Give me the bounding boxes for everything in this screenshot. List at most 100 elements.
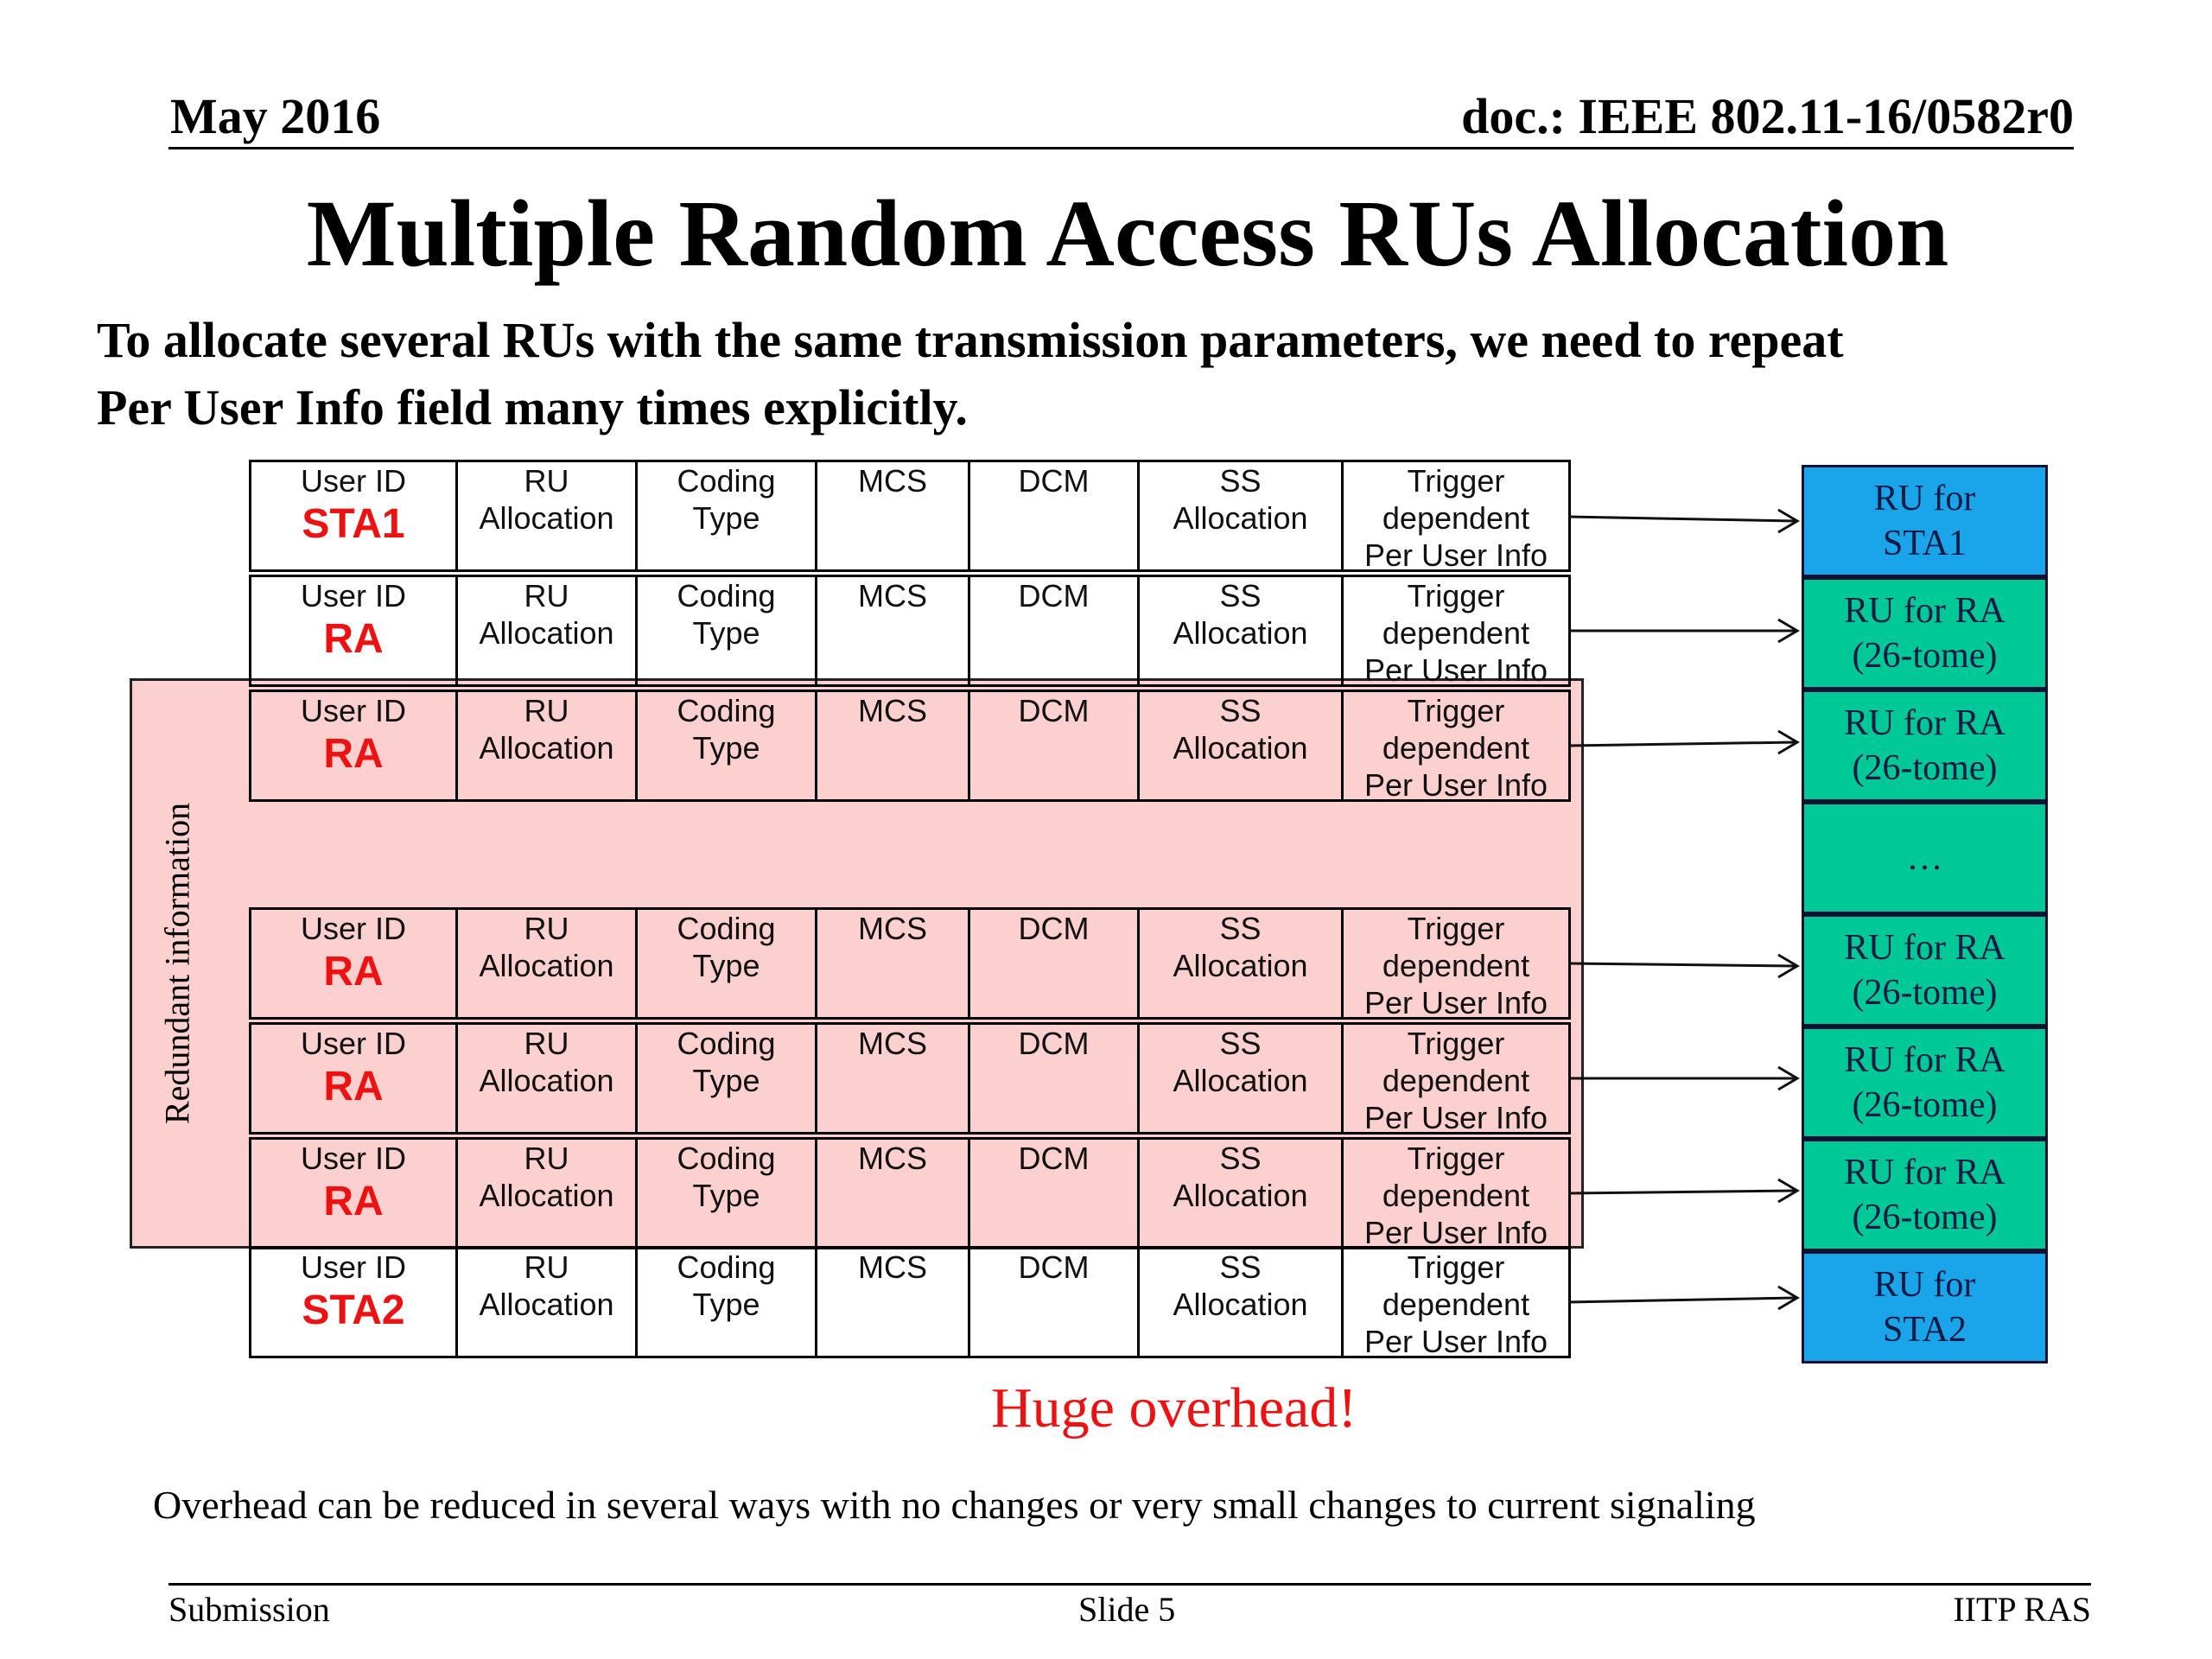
ru-alloc-l2: Allocation xyxy=(479,1287,614,1322)
user-id-label: User ID xyxy=(300,1026,406,1061)
ru-box-line1: … xyxy=(1906,838,1943,878)
dcm-cell: DCM xyxy=(970,910,1140,1017)
ru-box-line1: RU for xyxy=(1873,479,1976,518)
ru-alloc-l1: RU xyxy=(524,1249,569,1285)
dcm-label: DCM xyxy=(1018,1249,1090,1285)
ru-box-line2: (26-tome) xyxy=(1852,636,1998,676)
ru-box-line1: RU for RA xyxy=(1844,591,2005,631)
ss-l1: SS xyxy=(1219,1141,1262,1176)
ss-l2: Allocation xyxy=(1173,500,1308,536)
trig-l1: Trigger xyxy=(1407,1141,1505,1176)
dcm-cell: DCM xyxy=(970,462,1140,569)
ss-l1: SS xyxy=(1219,1026,1262,1061)
ru-alloc-l1: RU xyxy=(524,1026,569,1061)
trig-l1: Trigger xyxy=(1407,911,1505,946)
ss-l2: Allocation xyxy=(1173,615,1308,651)
user-id-value: RA xyxy=(323,616,384,662)
arrow-head xyxy=(1777,729,1800,755)
ss-l2: Allocation xyxy=(1173,948,1308,983)
slide-title: Multiple Random Access RUs Allocation xyxy=(306,181,1949,286)
ru-alloc-l1: RU xyxy=(524,578,569,613)
overhead-note: Overhead can be reduced in several ways … xyxy=(153,1483,1756,1527)
footer-left: Submission xyxy=(168,1590,330,1629)
dcm-label: DCM xyxy=(1018,578,1090,613)
coding-l1: Coding xyxy=(677,578,776,613)
trig-l1: Trigger xyxy=(1407,693,1505,728)
coding-l2: Type xyxy=(692,1178,760,1213)
arrow-head xyxy=(1777,1065,1800,1091)
trig-l1: Trigger xyxy=(1407,1249,1505,1285)
ru-box: RU for RA (26-tome) xyxy=(1802,1139,2048,1251)
coding-l2: Type xyxy=(692,1063,760,1098)
ru-box: RU for RA (26-tome) xyxy=(1802,577,2048,690)
ru-box-ellipsis: … xyxy=(1802,802,2048,914)
coding-l2: Type xyxy=(692,615,760,651)
intro-line-1: To allocate several RUs with the same tr… xyxy=(97,312,1844,368)
dcm-label: DCM xyxy=(1018,693,1090,728)
ss-l2: Allocation xyxy=(1173,1287,1308,1322)
mcs-label: MCS xyxy=(858,911,927,946)
mcs-cell: MCS xyxy=(817,692,970,799)
ru-box-line1: RU for RA xyxy=(1844,1153,2005,1192)
mcs-label: MCS xyxy=(858,693,927,728)
mcs-cell: MCS xyxy=(817,462,970,569)
trig-l3: Per User Info xyxy=(1363,652,1548,684)
arrow-head xyxy=(1777,508,1800,534)
mcs-cell: MCS xyxy=(817,1249,970,1356)
ss-l2: Allocation xyxy=(1173,730,1308,766)
header-rule xyxy=(168,147,2074,149)
header-doc-id: doc.: IEEE 802.11-16/0582r0 xyxy=(1461,88,2074,144)
mcs-cell: MCS xyxy=(817,1025,970,1132)
user-id-value: STA1 xyxy=(302,501,405,547)
arrow-head xyxy=(1777,953,1800,979)
trig-l2: dependent xyxy=(1382,948,1530,983)
mcs-label: MCS xyxy=(858,1026,927,1061)
coding-l2: Type xyxy=(692,1287,760,1322)
footer-right: IITP RAS xyxy=(1953,1590,2091,1629)
arrow-head xyxy=(1777,1285,1800,1311)
dcm-label: DCM xyxy=(1018,911,1090,946)
coding-l1: Coding xyxy=(677,1026,776,1061)
ss-l1: SS xyxy=(1219,1249,1262,1285)
header-date: May 2016 xyxy=(170,88,381,144)
user-id-label: User ID xyxy=(300,578,406,613)
arrow-head xyxy=(1777,1178,1800,1204)
trig-l3: Per User Info xyxy=(1363,1215,1548,1247)
mcs-label: MCS xyxy=(858,463,927,499)
ru-box: RU for RA(26-tome) xyxy=(1802,1027,2048,1139)
arrow-head xyxy=(1777,618,1800,644)
ru-box-line2: (26-tome) xyxy=(1852,1198,1998,1237)
dcm-label: DCM xyxy=(1018,1141,1090,1176)
dcm-cell: DCM xyxy=(970,1249,1140,1356)
user-id-label: User ID xyxy=(300,463,406,499)
ru-alloc-l2: Allocation xyxy=(479,1178,614,1213)
coding-l2: Type xyxy=(692,730,760,766)
arrow-line xyxy=(1567,1296,1796,1304)
ru-box-line1: RU for RA xyxy=(1844,703,2005,743)
ru-box-line2: (26-tome) xyxy=(1852,973,1998,1013)
trig-l3: Per User Info xyxy=(1363,1324,1548,1356)
